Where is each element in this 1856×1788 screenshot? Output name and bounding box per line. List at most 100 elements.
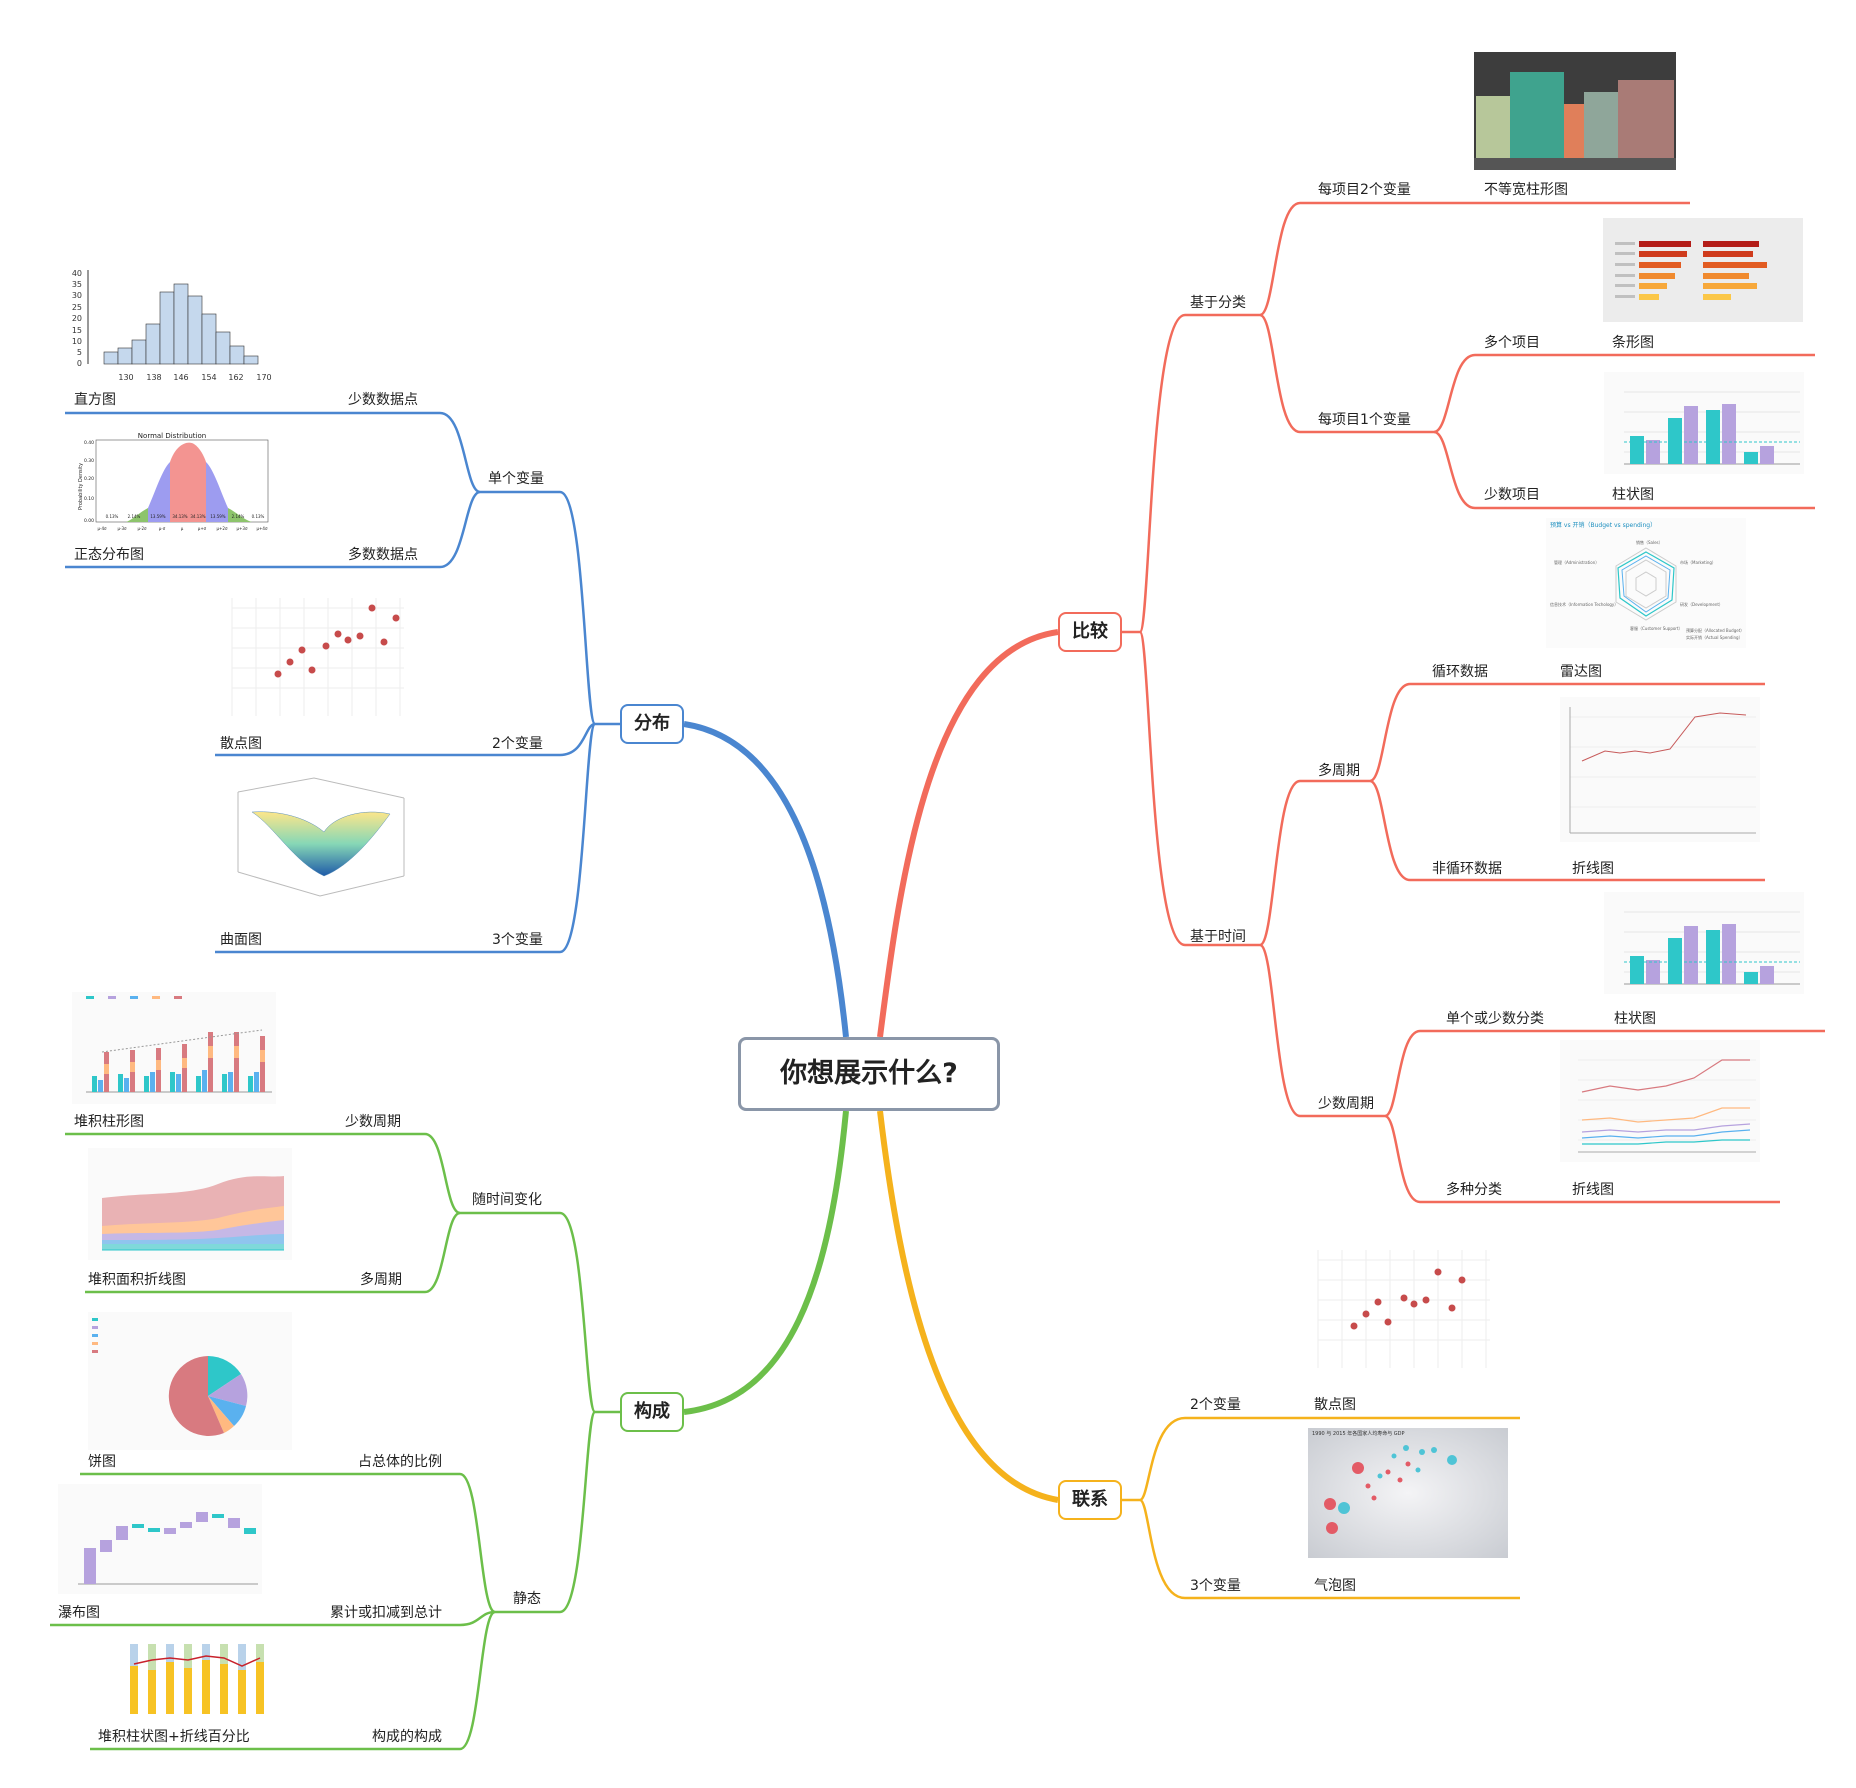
svg-text:34.13%: 34.13% [190, 514, 205, 519]
node-two-vars-per-item[interactable]: 每项目2个变量 [1318, 182, 1411, 198]
svg-text:销售（Sales）: 销售（Sales） [1636, 539, 1663, 545]
svg-text:20: 20 [72, 314, 82, 323]
svg-text:0.10: 0.10 [84, 496, 94, 502]
svg-text:154: 154 [201, 373, 216, 382]
topic-compare[interactable]: 比较 [1058, 612, 1122, 652]
thumbnail-stacked-percent [104, 1640, 304, 1718]
thumbnail-stacked-column [72, 992, 276, 1104]
svg-text:138: 138 [146, 373, 161, 382]
node-line-chart[interactable]: 折线图 [1572, 861, 1614, 877]
node-dist-three-vars[interactable]: 3个变量 [492, 932, 543, 948]
node-bar-chart[interactable]: 条形图 [1612, 335, 1654, 351]
node-histogram[interactable]: 直方图 [74, 392, 116, 408]
node-few-items[interactable]: 少数项目 [1484, 487, 1540, 503]
node-pie[interactable]: 饼图 [88, 1454, 116, 1470]
node-dist-scatter[interactable]: 散点图 [220, 736, 262, 752]
node-dist-two-vars[interactable]: 2个变量 [492, 736, 543, 752]
svg-text:15: 15 [72, 326, 82, 335]
thumbnail-multi-line-chart [1560, 1040, 1760, 1162]
svg-text:μ+2σ: μ+2σ [217, 526, 228, 531]
bubble-title: 1990 与 2015 年各国家人均寿命与 GDP [1312, 1430, 1405, 1437]
trunk-composition [683, 1110, 849, 1415]
svg-text:5: 5 [77, 348, 82, 357]
thumbnail-bar-chart [1603, 218, 1803, 322]
trunk-compare [877, 629, 1059, 1038]
svg-text:13.59%: 13.59% [210, 514, 225, 519]
svg-text:0.30: 0.30 [84, 458, 94, 464]
node-stacked-area[interactable]: 堆积面积折线图 [88, 1272, 186, 1288]
node-many-items[interactable]: 多个项目 [1484, 335, 1540, 351]
node-radar[interactable]: 雷达图 [1560, 664, 1602, 680]
svg-text:40: 40 [72, 269, 82, 278]
svg-text:μ-4σ: μ-4σ [97, 526, 107, 531]
compare-lines [1122, 201, 1825, 1204]
svg-text:13.59%: 13.59% [150, 514, 165, 519]
svg-text:Probability Density: Probability Density [78, 463, 84, 510]
composition-lines [50, 1132, 620, 1751]
node-static[interactable]: 静态 [513, 1591, 541, 1607]
svg-text:162: 162 [228, 373, 243, 382]
node-one-var-per-item[interactable]: 每项目1个变量 [1318, 412, 1411, 428]
svg-text:μ-2σ: μ-2σ [137, 526, 147, 531]
node-stacked-column[interactable]: 堆积柱形图 [74, 1114, 144, 1130]
topic-relation[interactable]: 联系 [1058, 1480, 1122, 1520]
node-variable-width-bar[interactable]: 不等宽柱形图 [1484, 182, 1568, 198]
svg-text:μ: μ [181, 526, 184, 531]
node-by-time[interactable]: 基于时间 [1190, 929, 1246, 945]
thumbnail-bubble: 1990 与 2015 年各国家人均寿命与 GDP [1308, 1428, 1508, 1558]
thumbnail-column-chart-2 [1604, 892, 1804, 994]
svg-text:130: 130 [118, 373, 133, 382]
node-comp-of-comp[interactable]: 构成的构成 [372, 1729, 442, 1745]
node-line-chart-2[interactable]: 折线图 [1572, 1182, 1614, 1198]
svg-text:0.13%: 0.13% [252, 514, 265, 519]
svg-text:35: 35 [72, 280, 82, 289]
thumbnail-variable-width-bar [1474, 52, 1676, 170]
node-surface[interactable]: 曲面图 [220, 932, 262, 948]
node-many-periods[interactable]: 多周期 [1318, 763, 1360, 779]
node-over-time[interactable]: 随时间变化 [472, 1192, 542, 1208]
node-bubble[interactable]: 气泡图 [1314, 1578, 1356, 1594]
svg-text:146: 146 [173, 373, 188, 382]
svg-text:实际开销（Actual Spending）: 实际开销（Actual Spending） [1686, 634, 1743, 640]
node-few-periods[interactable]: 少数周期 [1318, 1096, 1374, 1112]
node-relation-scatter[interactable]: 散点图 [1314, 1397, 1356, 1413]
node-many-categories[interactable]: 多种分类 [1446, 1182, 1502, 1198]
node-single-or-few[interactable]: 单个或少数分类 [1446, 1011, 1544, 1027]
svg-text:研发（Development）: 研发（Development） [1680, 601, 1723, 607]
node-stacked-line[interactable]: 堆积柱状图+折线百分比 [98, 1729, 250, 1745]
node-cyclic[interactable]: 循环数据 [1432, 664, 1488, 680]
svg-text:客服（Customer Support）: 客服（Customer Support） [1630, 625, 1683, 631]
trunk-relation [877, 1110, 1059, 1503]
thumbnail-relation-scatter [1308, 1240, 1496, 1376]
node-comp-many-periods[interactable]: 多周期 [360, 1272, 402, 1288]
node-waterfall[interactable]: 瀑布图 [58, 1605, 100, 1621]
distribution-lines [65, 411, 620, 954]
node-relation-three-vars[interactable]: 3个变量 [1190, 1578, 1241, 1594]
thumbnail-waterfall [58, 1484, 262, 1594]
node-column-chart[interactable]: 柱状图 [1612, 487, 1654, 503]
thumbnail-pie [88, 1312, 292, 1450]
relation-lines [1122, 1416, 1520, 1600]
node-column-chart-2[interactable]: 柱状图 [1614, 1011, 1656, 1027]
node-share-of-total[interactable]: 占总体的比例 [358, 1454, 442, 1470]
thumbnail-surface [224, 776, 418, 922]
topic-composition[interactable]: 构成 [620, 1392, 684, 1432]
central-topic[interactable]: 你想展示什么? [738, 1037, 1000, 1111]
node-normal-dist[interactable]: 正态分布图 [74, 547, 144, 563]
svg-text:34.13%: 34.13% [172, 514, 187, 519]
svg-text:0.00: 0.00 [84, 518, 94, 524]
node-relation-two-vars[interactable]: 2个变量 [1190, 1397, 1241, 1413]
thumbnail-stacked-area [88, 1148, 292, 1260]
node-accumulate[interactable]: 累计或扣减到总计 [330, 1605, 442, 1621]
node-single-var[interactable]: 单个变量 [488, 471, 544, 487]
node-non-cyclic[interactable]: 非循环数据 [1432, 861, 1502, 877]
svg-text:μ+3σ: μ+3σ [237, 526, 248, 531]
svg-text:2.14%: 2.14% [232, 514, 245, 519]
svg-text:μ-3σ: μ-3σ [117, 526, 127, 531]
topic-distribution[interactable]: 分布 [620, 704, 684, 744]
node-many-points[interactable]: 多数数据点 [348, 547, 418, 563]
node-few-points[interactable]: 少数数据点 [348, 392, 418, 408]
thumbnail-line-chart [1560, 697, 1760, 842]
node-by-category[interactable]: 基于分类 [1190, 295, 1246, 311]
node-comp-few-periods[interactable]: 少数周期 [345, 1114, 401, 1130]
